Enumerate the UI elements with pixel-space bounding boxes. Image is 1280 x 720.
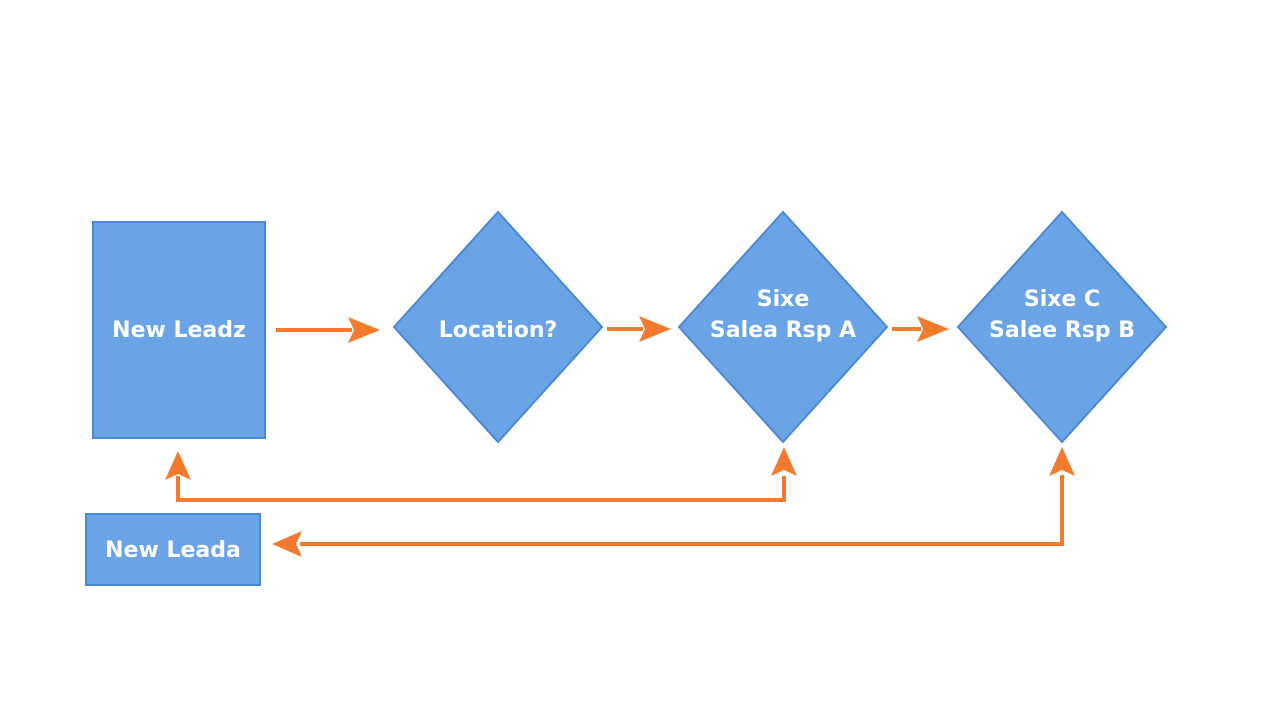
connector-sales-rep-a-to-sales-rep-b — [892, 316, 949, 342]
connector-new-leads-to-location — [276, 317, 380, 343]
connector-line — [300, 475, 1064, 546]
sales-rep-b-label-line-2: Salee Rsp B — [989, 318, 1135, 343]
location-shape — [392, 210, 604, 444]
arrowhead-icon — [348, 317, 380, 343]
new-leads-bottom-shape — [85, 513, 261, 586]
arrowhead-icon — [771, 447, 797, 476]
sales-rep-a-shape — [677, 210, 889, 444]
node-sales-rep-a: Sixe Salea Rsp A — [677, 210, 889, 444]
node-new-leads-bottom: New Leada — [85, 513, 261, 586]
connector-location-to-sales-rep-a — [607, 316, 671, 342]
node-new-leads-top: New Leadz — [92, 221, 266, 439]
arrowhead-icon — [917, 316, 949, 342]
new-leads-top-label: New Leadz — [112, 318, 246, 343]
sales-rep-b-shape — [956, 210, 1168, 444]
connector-new-leads-to-sales-rep-a-loop — [165, 447, 797, 502]
node-location: Location? — [392, 210, 604, 444]
arrowhead-icon — [1049, 447, 1075, 476]
sales-rep-b-label-line-1: Sixe C — [1024, 287, 1100, 312]
arrowhead-icon — [272, 531, 302, 557]
new-leads-bottom-label: New Leada — [105, 538, 241, 563]
sales-rep-a-label-line-1: Sixe — [757, 287, 810, 312]
connector-sales-rep-b-to-new-leads-bottom-loop — [272, 447, 1075, 557]
new-leads-top-shape — [92, 221, 266, 439]
location-label: Location? — [439, 318, 558, 343]
arrowhead-icon — [165, 451, 191, 480]
sales-rep-a-label-line-2: Salea Rsp A — [710, 318, 856, 343]
node-sales-rep-b: Sixe C Salee Rsp B — [956, 210, 1168, 444]
connector-line — [176, 476, 786, 502]
arrowhead-icon — [639, 316, 671, 342]
